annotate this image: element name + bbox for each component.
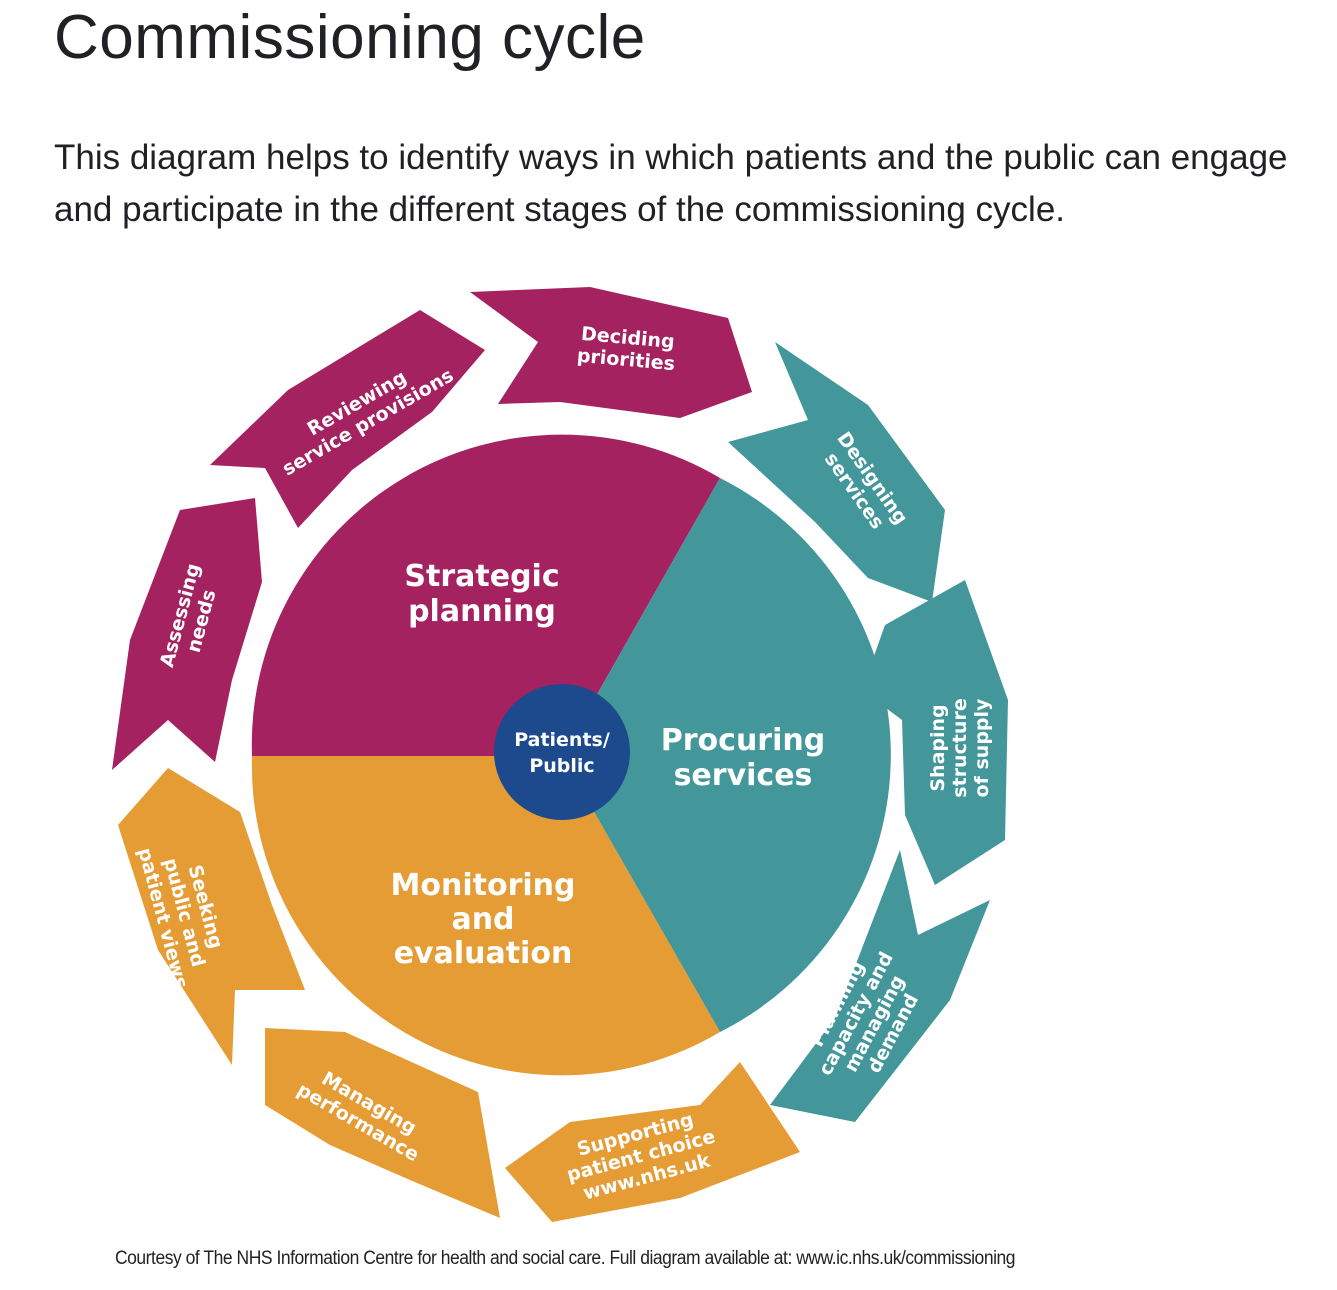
procuring-label-line2: services xyxy=(674,758,813,793)
monitoring-label-line3: evaluation xyxy=(394,936,573,971)
arrow-reviewing-service-provisions xyxy=(210,310,485,528)
monitoring-label-line1: Monitoring xyxy=(391,868,576,903)
intro-paragraph: This diagram helps to identify ways in w… xyxy=(54,138,1288,229)
hub-label-line2: Public xyxy=(529,755,594,777)
arrow-designing-services xyxy=(728,342,945,602)
segment-monitoring-evaluation xyxy=(251,756,720,1076)
monitoring-label-line2: and xyxy=(451,902,514,937)
procuring-label-line1: Procuring xyxy=(661,723,825,758)
arrow-assessing-needs xyxy=(112,498,262,770)
shaping-label-line2: structure xyxy=(949,698,971,797)
segment-strategic-planning xyxy=(251,434,720,756)
hub-circle xyxy=(494,684,630,820)
segment-procuring-services xyxy=(562,478,891,1032)
arrow-seeking-public-views xyxy=(118,768,305,1065)
strategic-label-line2: planning xyxy=(408,594,556,629)
page-title: Commissioning cycle xyxy=(54,3,646,72)
shaping-label-line1: Shaping xyxy=(927,704,949,791)
arrow-deciding-priorities xyxy=(470,287,752,418)
arrow-supporting-patient-choice xyxy=(505,1062,800,1222)
shaping-label-line3: of supply xyxy=(971,698,993,797)
hub-label-line1: Patients/ xyxy=(514,729,610,751)
diagram-credit: Courtesy of The NHS Information Centre f… xyxy=(115,1248,1016,1269)
strategic-label-line1: Strategic xyxy=(404,559,559,594)
arrow-planning-capacity xyxy=(770,850,990,1122)
arrow-shaping-structure-supply xyxy=(862,580,1008,885)
arrow-managing-performance xyxy=(265,1028,500,1218)
